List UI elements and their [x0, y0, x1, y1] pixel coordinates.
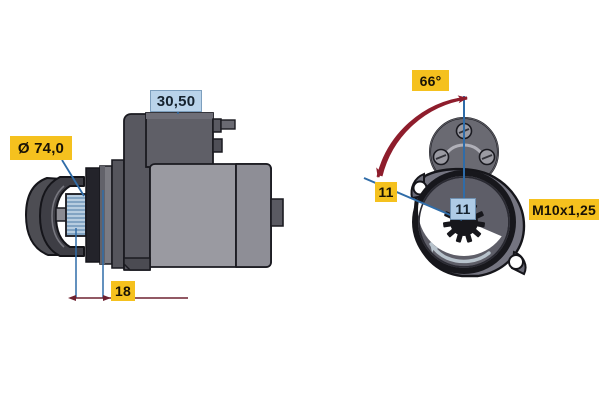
motor-body [149, 163, 272, 268]
rotation-direction-arrow [429, 242, 491, 264]
label-solenoid-angle: 66° [412, 70, 449, 91]
drive-end-collar [85, 167, 101, 263]
solenoid-body [145, 112, 236, 168]
side-view-group [25, 112, 284, 301]
drive-end-fork [25, 176, 85, 257]
drive-housing [111, 159, 125, 269]
commutator-end-cap [270, 198, 284, 227]
label-thread-spec: M10x1,25 [529, 199, 599, 220]
label-teeth-count-left: 11 [375, 182, 397, 202]
label-pinion-protrusion: 18 [111, 281, 135, 301]
label-teeth-count-center: 11 [450, 198, 476, 220]
flange-bolt-hole-lower [508, 254, 524, 270]
housing-foot [123, 257, 151, 271]
leader-line-pinion-diameter [61, 159, 85, 197]
label-pinion-diameter: Ø 74,0 [10, 136, 72, 160]
angle-arc-66-reverse [379, 95, 468, 177]
solenoid-terminal [220, 119, 236, 130]
label-flange-offset: 30,50 [150, 90, 202, 112]
